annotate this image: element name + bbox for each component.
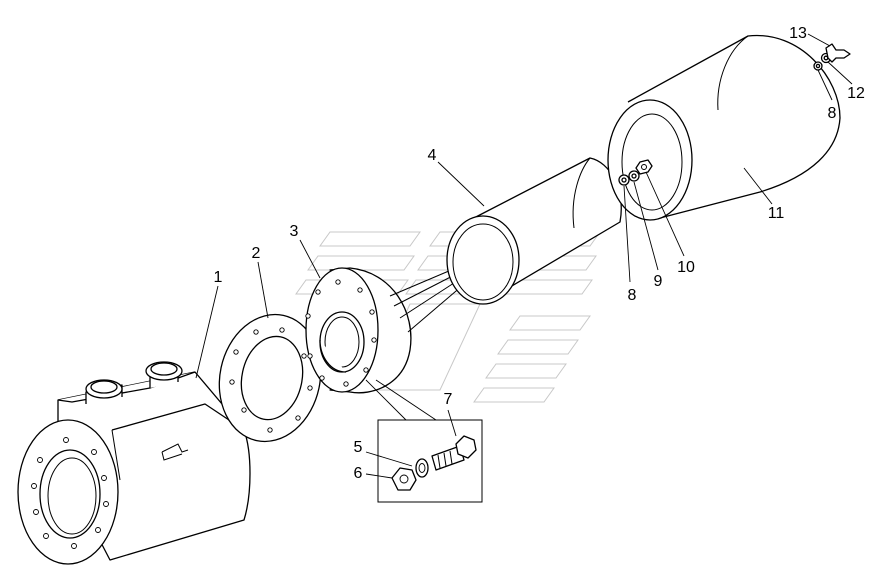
callout-7: 7 — [444, 391, 453, 408]
callout-labels: 1 2 3 4 5 6 7 8 9 10 11 8 12 13 — [214, 25, 865, 482]
callout-12: 12 — [847, 85, 865, 102]
callout-8-upper: 8 — [828, 105, 837, 122]
part-4-filter-element — [446, 157, 622, 305]
callout-8-lower: 8 — [628, 287, 637, 304]
callout-11: 11 — [768, 205, 785, 222]
part-3-flange — [305, 261, 477, 394]
part-11-outer-cover — [607, 34, 841, 221]
parts-8-12-13-wingnut — [813, 43, 851, 71]
callout-13: 13 — [789, 25, 807, 42]
part-2-gasket — [218, 313, 322, 443]
callout-2: 2 — [252, 245, 261, 262]
callout-5: 5 — [354, 439, 363, 456]
callout-10: 10 — [677, 259, 695, 276]
leader-lines — [195, 33, 853, 479]
parts-8-9-10-fasteners — [618, 159, 653, 186]
callout-3: 3 — [290, 223, 299, 240]
callout-1: 1 — [214, 269, 223, 286]
callout-9: 9 — [654, 273, 663, 290]
callout-4: 4 — [428, 147, 437, 164]
part-1-housing — [17, 361, 251, 565]
bolt-kit-box — [365, 379, 483, 503]
callout-6: 6 — [354, 465, 363, 482]
